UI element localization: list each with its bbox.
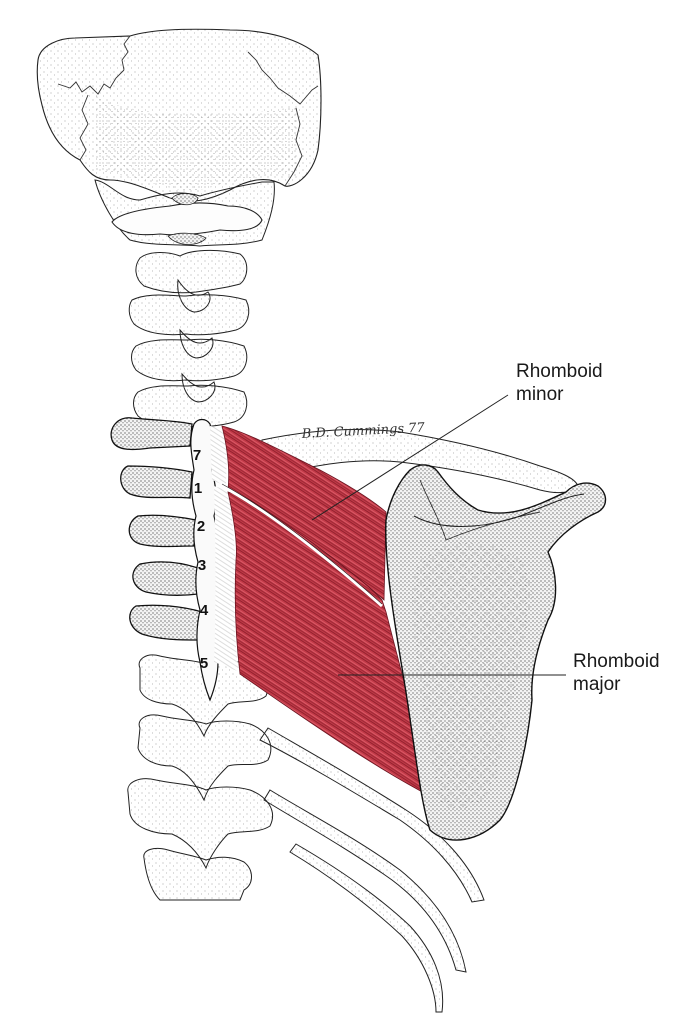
- label-rhomboid-minor: Rhomboid minor: [516, 360, 603, 406]
- vertebra-label-t4: 4: [200, 602, 209, 619]
- vertebra-label-t1: 1: [194, 480, 202, 497]
- vertebra-label-t3: 3: [198, 557, 206, 574]
- skull: [36, 28, 322, 202]
- thoracic-transverse-processes: [110, 417, 203, 641]
- vertebra-label-t2: 2: [197, 518, 205, 535]
- label-rhomboid-major-line2: major: [573, 674, 621, 695]
- vertebra-number-labels: 7 1 2 3 4 5: [193, 447, 209, 672]
- vertebra-label-c7: 7: [193, 447, 201, 464]
- label-rhomboid-minor-line2: minor: [516, 384, 564, 405]
- label-rhomboid-major: Rhomboid major: [573, 650, 660, 696]
- atlas-axis: [94, 179, 275, 247]
- cervical-vertebrae: [128, 249, 250, 428]
- lower-thoracic-vertebrae: [127, 654, 273, 901]
- rhomboid-minor-muscle: [210, 425, 387, 608]
- vertebra-label-t5: 5: [200, 655, 208, 672]
- artist-signature: B.D. Cummings 77: [300, 421, 425, 443]
- label-rhomboid-major-line1: Rhomboid: [573, 651, 660, 672]
- label-rhomboid-minor-line1: Rhomboid: [516, 361, 603, 382]
- leader-line-rhomboid-minor: [311, 394, 509, 521]
- scapula: [385, 464, 607, 841]
